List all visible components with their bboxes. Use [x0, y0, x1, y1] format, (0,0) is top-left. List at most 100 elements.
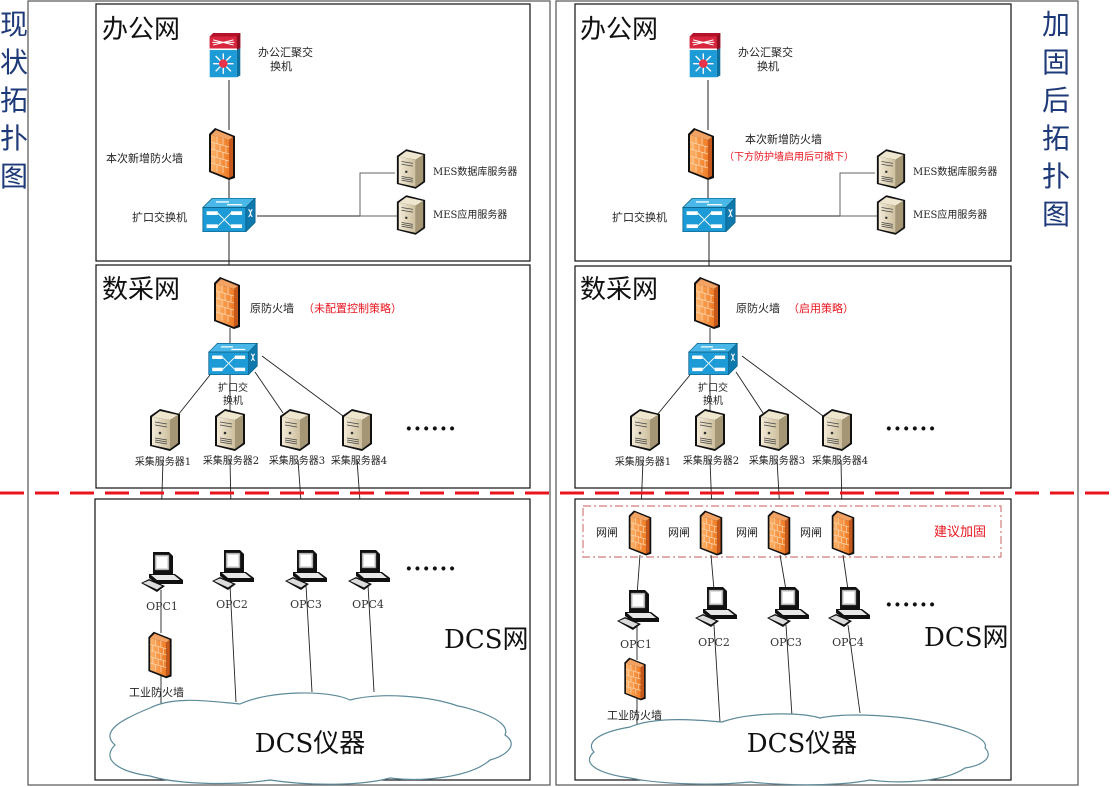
- panel-hardened: 加 固 后 拓 扑 图 办公网 办公汇聚交 换机 本次新增防火墙 （下方防护墙启…: [555, 0, 1079, 786]
- collect-server-label: 采集服务器2: [203, 454, 259, 467]
- links-office-current: [228, 80, 400, 280]
- new-firewall-label: 本次新增防火墙: [745, 132, 822, 146]
- opc-label: OPC1: [146, 600, 178, 613]
- collect-server-label: 采集服务器1: [135, 455, 191, 468]
- opc-label: OPC2: [698, 636, 730, 649]
- collect-server-label: 采集服务器3: [269, 454, 325, 467]
- collect-server-icon[interactable]: [821, 408, 853, 452]
- recommend-hardening-label: 建议加固: [934, 525, 986, 540]
- original-firewall-label: 原防火墙: [736, 301, 780, 315]
- more-opc-ellipsis: ······: [405, 556, 457, 582]
- side-title-char: 图: [1042, 198, 1070, 231]
- core-switch-icon[interactable]: [688, 32, 722, 79]
- side-title-hardened: 加 固 后 拓 扑 图: [1042, 8, 1070, 231]
- side-title-char: 拓: [0, 84, 28, 117]
- collect-switch-label: 换机: [703, 394, 723, 407]
- collect-server-icon[interactable]: [279, 408, 311, 452]
- original-firewall-label: 原防火墙: [250, 301, 294, 315]
- dcs-instrument-cloud: [109, 692, 512, 785]
- industrial-firewall-label: 工业防火墙: [607, 708, 662, 722]
- mes-app-server-label: MES应用服务器: [913, 208, 987, 221]
- side-title-char: 状: [0, 46, 28, 79]
- side-title-char: 扑: [0, 122, 28, 155]
- collect-switch-label: 扩口交: [698, 381, 728, 394]
- gateway-icon[interactable]: [831, 510, 855, 556]
- collect-zone-hardened: [574, 265, 1012, 489]
- industrial-firewall-icon[interactable]: [147, 631, 173, 679]
- server-icon[interactable]: [876, 194, 906, 236]
- core-switch-label: 换机: [270, 59, 292, 73]
- collect-switch-label: 扩口交: [218, 381, 248, 394]
- opc-label: OPC1: [620, 638, 652, 651]
- server-icon[interactable]: [396, 148, 426, 190]
- collect-server-icon[interactable]: [214, 408, 246, 452]
- dcs-zone-title: DCS网: [444, 625, 529, 655]
- recommend-hardening-box: [582, 505, 1002, 558]
- gateway-label: 网闸: [736, 526, 758, 539]
- side-title-char: 图: [0, 160, 28, 193]
- collect-zone-title: 数采网: [580, 275, 658, 305]
- collect-server-icon[interactable]: [149, 408, 181, 452]
- new-firewall-label: 本次新增防火墙: [106, 151, 183, 165]
- core-switch-label: 办公汇聚交: [258, 45, 313, 59]
- side-title-char: 拓: [1042, 122, 1070, 155]
- access-switch-label: 扩口交换机: [612, 210, 667, 224]
- original-firewall-icon[interactable]: [213, 276, 241, 330]
- mes-app-server-label: MES应用服务器: [433, 208, 507, 221]
- office-zone-title: 办公网: [102, 15, 180, 45]
- gateway-icon[interactable]: [699, 510, 723, 556]
- mes-db-server-label: MES数据库服务器: [433, 165, 517, 178]
- dcs-instrument-cloud: [588, 713, 989, 786]
- gateway-label: 网闸: [668, 526, 690, 539]
- new-firewall-icon[interactable]: [687, 127, 715, 181]
- new-firewall-icon[interactable]: [208, 127, 236, 181]
- side-title-char: 后: [1042, 84, 1070, 117]
- side-title-current: 现 状 拓 扑 图: [0, 8, 28, 193]
- collect-switch-label: 换机: [223, 394, 243, 407]
- collect-server-icon[interactable]: [758, 408, 790, 452]
- dcs-zone-title: DCS网: [924, 623, 1009, 653]
- collect-server-label: 采集服务器1: [615, 455, 671, 468]
- original-firewall-note: （启用策略）: [788, 301, 854, 315]
- collect-server-icon[interactable]: [629, 408, 661, 452]
- dcs-instrument-label: DCS仪器: [747, 729, 858, 759]
- more-servers-ellipsis: ······: [885, 416, 937, 442]
- opc-label: OPC3: [770, 636, 802, 649]
- collect-server-icon[interactable]: [694, 408, 726, 452]
- collect-server-label: 采集服务器4: [812, 454, 868, 467]
- server-icon[interactable]: [876, 148, 906, 190]
- access-switch-icon[interactable]: [202, 198, 256, 232]
- gateway-label: 网闸: [596, 526, 618, 539]
- links-dcs-current: [160, 584, 375, 707]
- gateway-icon[interactable]: [767, 510, 791, 556]
- collect-zone-current: [95, 264, 531, 489]
- gateway-icon[interactable]: [628, 510, 652, 556]
- side-title-char: 固: [1042, 46, 1070, 79]
- panel-current-border: [27, 0, 551, 786]
- side-title-char: 扑: [1042, 160, 1070, 193]
- office-zone-current: [95, 3, 531, 262]
- industrial-firewall-icon[interactable]: [623, 657, 647, 701]
- opc-label: OPC3: [290, 598, 322, 611]
- collect-switch-icon[interactable]: [208, 343, 258, 375]
- original-firewall-icon[interactable]: [693, 276, 721, 330]
- panel-current: 现 状 拓 扑 图 办公网 办公汇聚交 换机 本次新增防火墙 扩口交换机 MES…: [0, 0, 551, 786]
- more-opc-ellipsis: ······: [885, 592, 937, 618]
- industrial-firewall-label: 工业防火墙: [129, 685, 184, 699]
- links-office-hardened: [707, 80, 880, 280]
- collect-server-label: 采集服务器2: [683, 454, 739, 467]
- original-firewall-note: （未配置控制策略）: [303, 301, 402, 315]
- dcs-instrument-label: DCS仪器: [255, 729, 366, 759]
- server-icon[interactable]: [396, 194, 426, 236]
- collect-switch-icon[interactable]: [688, 343, 738, 375]
- office-zone-hardened: [574, 3, 1012, 262]
- collect-server-icon[interactable]: [341, 408, 373, 452]
- links-dcs-hardened: [636, 554, 861, 725]
- opc-label: OPC4: [832, 636, 864, 649]
- core-switch-icon[interactable]: [208, 32, 242, 79]
- mes-db-server-label: MES数据库服务器: [913, 165, 997, 178]
- access-switch-icon[interactable]: [682, 198, 736, 232]
- collect-server-label: 采集服务器4: [331, 454, 387, 467]
- core-switch-label: 办公汇聚交: [738, 45, 793, 59]
